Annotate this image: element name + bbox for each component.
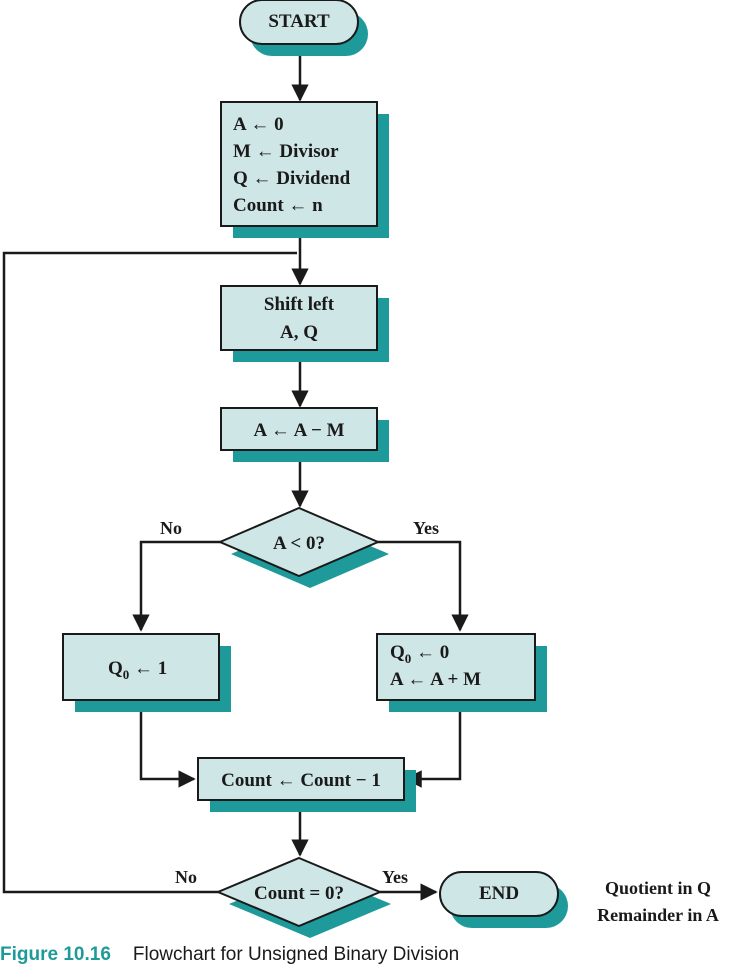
arrow-restore-to-decrement	[404, 702, 462, 788]
subtract-label: A ← A − M	[253, 420, 344, 441]
sign-decision: A < 0?	[217, 506, 389, 588]
decrement-process-box: Count ← Count − 1	[197, 757, 416, 812]
arrow-decision-yes-branch	[377, 540, 469, 632]
figure-number: Figure 10.16	[0, 944, 111, 965]
count-decision: Count = 0?	[215, 856, 391, 938]
start-terminal: START	[239, 0, 368, 56]
shift-line-1: Shift left	[264, 294, 335, 315]
figure-caption: Figure 10.16 Flowchart for Unsigned Binar…	[0, 944, 732, 966]
set-q-one-label: Q0 ← 1	[108, 658, 167, 682]
sign-decision-label: A < 0?	[273, 533, 325, 554]
arrow-set-q1-to-decrement	[139, 702, 196, 788]
init-line-1: A ← 0	[233, 114, 284, 135]
init-line-4: Count ← n	[233, 195, 323, 216]
figure-caption-text: Flowchart for Unsigned Binary Division	[132, 944, 460, 965]
sign-no-label: No	[160, 518, 182, 538]
init-line-2: M ← Divisor	[233, 141, 339, 162]
arrow-loop-back	[2, 251, 297, 894]
restore-box: Q0 ← 0 A ← A + M	[376, 633, 547, 712]
end-label: END	[479, 883, 519, 904]
set-q-one-box: Q0 ← 1	[62, 633, 231, 712]
end-terminal: END	[439, 871, 568, 928]
result-note-line-2: Remainder in A	[597, 905, 719, 925]
connectors	[2, 44, 469, 901]
init-line-3: Q ← Dividend	[233, 168, 351, 189]
sign-yes-label: Yes	[413, 518, 439, 538]
init-process-box: A ← 0 M ← Divisor Q ← Dividend Count ← n	[220, 101, 389, 238]
shift-process-box: Shift left A, Q	[220, 285, 389, 362]
subtract-process-box: A ← A − M	[220, 407, 389, 462]
shift-line-2: A, Q	[280, 322, 318, 343]
count-no-label: No	[175, 867, 197, 887]
count-yes-label: Yes	[382, 867, 408, 887]
count-decision-label: Count = 0?	[254, 883, 344, 904]
decrement-label: Count ← Count − 1	[221, 770, 381, 791]
result-note-line-1: Quotient in Q	[605, 878, 711, 898]
arrow-decision-no-branch	[132, 540, 221, 632]
start-label: START	[268, 11, 330, 32]
restore-line-2: A ← A + M	[390, 669, 481, 690]
restore-line-1: Q0 ← 0	[390, 642, 449, 666]
